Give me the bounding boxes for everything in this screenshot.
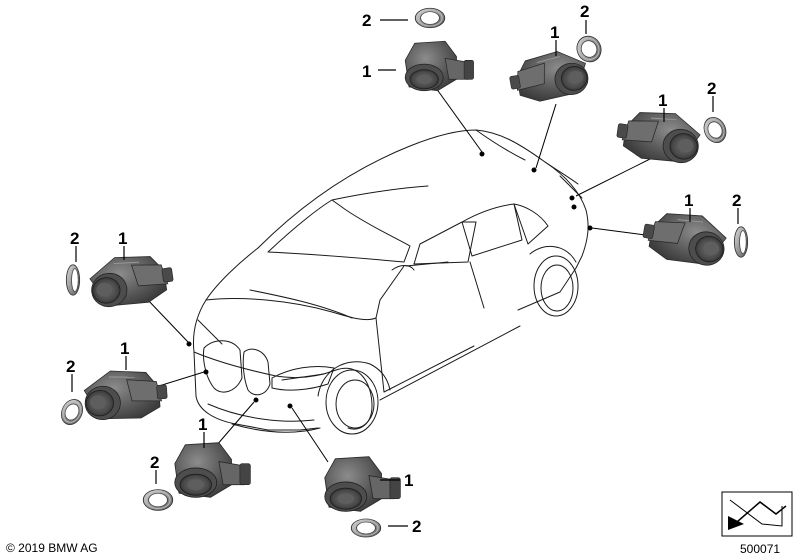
sensor-l1	[86, 249, 177, 311]
sensor-bl	[174, 442, 251, 498]
mount-point-bl	[253, 397, 259, 403]
leader-tr2-sensor	[575, 155, 657, 197]
leader-lines	[145, 87, 669, 463]
mount-point-tr3	[571, 204, 577, 210]
callout-part-2: 2	[150, 453, 159, 472]
callout-part-2: 2	[707, 79, 716, 98]
callout-part-1: 1	[120, 339, 129, 358]
sensor-bc	[324, 456, 401, 512]
ring-l1	[65, 264, 81, 296]
sensor-r	[640, 206, 730, 269]
callout-part-2: 2	[66, 357, 75, 376]
sensor-tr2	[614, 106, 702, 166]
leader-bc-sensor	[291, 407, 329, 463]
leader-l1-sensor	[145, 297, 189, 343]
mount-point-top	[479, 151, 485, 157]
diagram-id: 500071	[740, 542, 781, 556]
callout-lines	[71, 19, 739, 527]
callout-part-1: 1	[658, 91, 667, 110]
callout-part-1: 1	[684, 191, 693, 210]
ring-l2	[56, 395, 88, 429]
mount-point-r	[587, 225, 593, 231]
ring-top	[414, 7, 446, 29]
mount-point-tr2	[569, 195, 575, 201]
ring-bl	[142, 489, 174, 511]
callout-part-1: 1	[550, 23, 559, 42]
leader-top-sensor	[435, 87, 483, 153]
copyright-text: © 2019 BMW AG	[6, 541, 98, 555]
mount-point-bc	[287, 403, 293, 409]
ring-tr2	[699, 113, 731, 147]
mount-point-tr1	[531, 167, 537, 173]
callout-part-1: 1	[404, 471, 413, 490]
callout-part-2: 2	[362, 11, 371, 30]
parts	[56, 7, 749, 538]
sensor-top	[404, 40, 475, 92]
leader-bl-sensor	[215, 401, 255, 447]
callout-part-2: 2	[732, 191, 741, 210]
callout-numbers: 2 1 1 2 1 2 1 2 2 1 2 1 1 2 1 2	[66, 2, 741, 536]
ring-bc	[350, 518, 382, 538]
car-outline	[193, 129, 589, 435]
ring-r	[733, 226, 749, 258]
sensor-l2	[82, 366, 170, 423]
sensor-tr1	[507, 47, 591, 106]
callout-part-1: 1	[118, 229, 127, 248]
callout-part-1: 1	[198, 415, 207, 434]
mount-point-l2	[203, 369, 209, 375]
callout-part-2: 2	[580, 2, 589, 21]
callout-part-2: 2	[412, 517, 421, 536]
orientation-icon	[721, 491, 793, 537]
callout-part-2: 2	[70, 229, 79, 248]
callout-part-1: 1	[362, 62, 371, 81]
mount-point-l1	[186, 341, 192, 347]
leader-tr1-sensor	[535, 103, 557, 169]
